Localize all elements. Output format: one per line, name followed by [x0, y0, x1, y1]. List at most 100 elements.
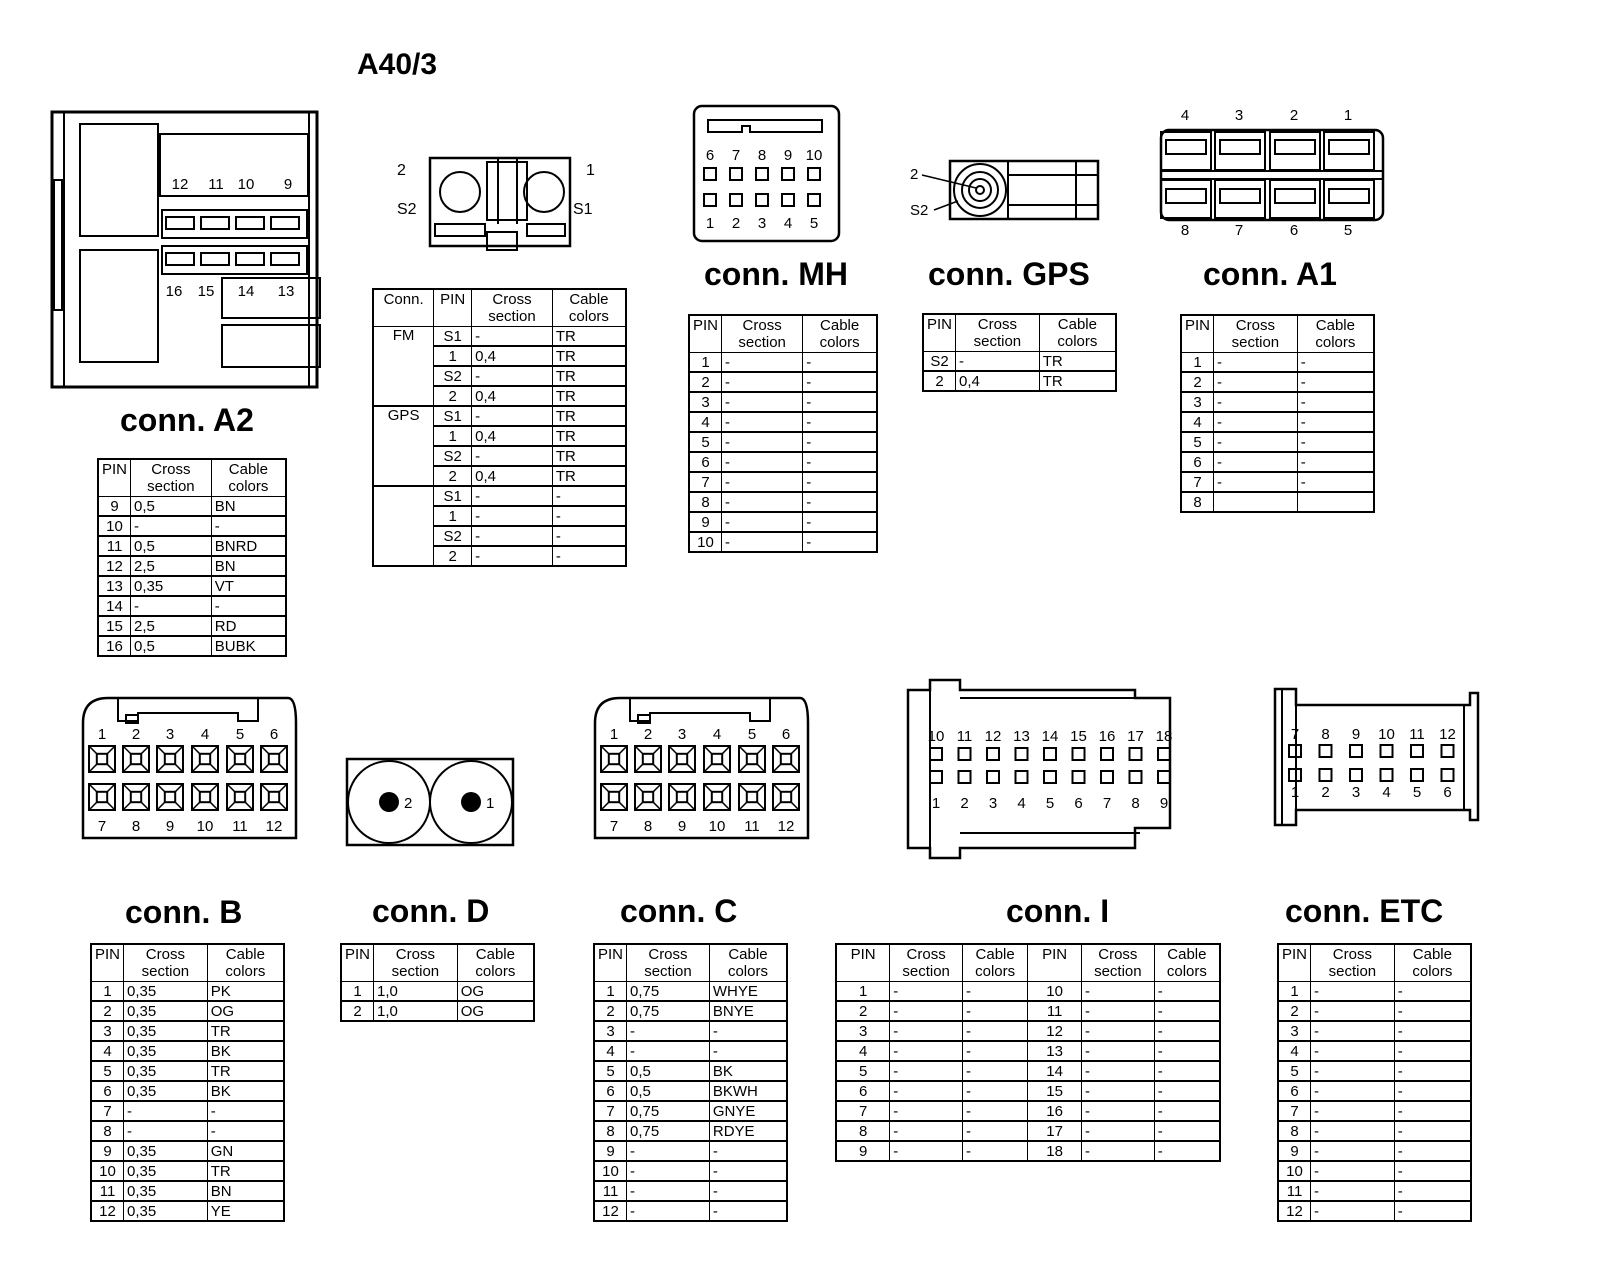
gps-pin-label: 2	[910, 166, 918, 183]
table-header: Cable colors	[206, 943, 285, 982]
table-cell: S2	[433, 445, 473, 467]
a1-contact	[1165, 188, 1207, 204]
pin-socket	[191, 783, 219, 811]
pin-socket	[729, 193, 743, 207]
table-row: 9--18--	[835, 1140, 1221, 1162]
table-cell: -	[471, 485, 553, 507]
pin-socket	[641, 790, 655, 804]
pin-socket	[1410, 744, 1424, 758]
table-cell: -	[471, 365, 553, 387]
table-cell: -	[1310, 1140, 1395, 1162]
table-row: 5--	[1180, 431, 1375, 453]
a1-contact	[1219, 139, 1261, 155]
table-row: 10--	[688, 531, 878, 553]
table-row: 5--14--	[835, 1060, 1221, 1082]
table-header: Cross section	[1213, 314, 1298, 353]
a1-pin-label: 8	[1181, 222, 1189, 239]
connector-gps-drawing: 2 S2	[910, 159, 1100, 221]
table-cell: 1,0	[373, 1000, 458, 1022]
etc-pin-label: 6	[1443, 784, 1451, 801]
pin-socket	[986, 747, 1000, 761]
table-row: 9--	[593, 1140, 788, 1162]
table-cell: OG	[206, 1000, 285, 1022]
table-header: PIN	[1277, 943, 1312, 982]
etc-pin-label: 12	[1439, 726, 1456, 743]
a2-pin-label: 11	[208, 176, 224, 193]
table-header: Cable colors	[961, 943, 1029, 982]
pin-label: 2	[132, 726, 140, 743]
pin-socket	[1071, 747, 1086, 761]
table-cell: 7	[593, 1100, 628, 1122]
table-cell: -	[961, 1080, 1029, 1102]
table-cell: 2	[922, 370, 957, 392]
table-cell: TR	[551, 365, 627, 387]
i-pin-label: 2	[960, 795, 968, 812]
a1-cavity	[1160, 179, 1212, 219]
a2-pin-label: 16	[166, 283, 183, 300]
table-row: 8--17--	[835, 1120, 1221, 1142]
table-cell: 0,35	[123, 1180, 208, 1202]
table-header: PIN	[835, 943, 891, 982]
table-cell: 12	[1027, 1020, 1082, 1042]
pin-socket	[1288, 768, 1302, 782]
pin-socket	[198, 752, 212, 766]
table-header: PIN	[1027, 943, 1082, 982]
pin-label: 12	[778, 818, 795, 835]
connector-d-pin-label: 1	[486, 795, 494, 812]
table-cell: TR	[551, 326, 627, 347]
table-header: Cross section	[1310, 943, 1395, 982]
table-cell: -	[889, 1080, 963, 1102]
table-cell: -	[802, 371, 878, 393]
antenna-pin-label: 1	[586, 162, 595, 179]
table-cell: 6	[90, 1080, 125, 1102]
group-label	[372, 485, 435, 567]
i-pin-label: 7	[1103, 795, 1111, 812]
table-cell: 0,35	[123, 1200, 208, 1222]
mh-pin-label: 6	[706, 147, 714, 164]
table-cell: -	[1393, 1160, 1472, 1182]
pin-socket	[260, 783, 288, 811]
pin-socket	[1043, 770, 1057, 784]
a1-cavity	[1214, 179, 1266, 219]
pin-socket	[129, 790, 143, 804]
i-pin-label: 3	[989, 795, 997, 812]
table-cell: -	[1296, 352, 1375, 373]
pin-label: 3	[678, 726, 686, 743]
pin-socket	[1071, 770, 1086, 784]
table-cell: 3	[1277, 1020, 1312, 1042]
table-cell: -	[721, 531, 804, 553]
i-pin-label: 14	[1042, 728, 1059, 745]
table-cell: -	[1153, 1140, 1221, 1162]
i-pin-label: 6	[1074, 795, 1082, 812]
table-cell: 17	[1027, 1120, 1082, 1142]
table-row: 4--	[688, 411, 878, 433]
table-header: Cable colors	[1393, 943, 1472, 982]
table-header: Cable colors	[1038, 313, 1117, 352]
table-cell: 0,35	[123, 1160, 208, 1182]
table-cell: -	[1310, 1060, 1395, 1082]
table-cell: 6	[1180, 451, 1215, 473]
table-header: Cable colors	[708, 943, 788, 982]
table-cell: 4	[593, 1040, 628, 1062]
table-cell: 1	[688, 352, 723, 373]
pin-label: 6	[782, 726, 790, 743]
table-cell: 0,4	[471, 465, 553, 487]
pin-socket	[122, 745, 150, 773]
pin-socket	[163, 790, 177, 804]
pin-socket	[641, 752, 655, 766]
etc-pin-label: 2	[1321, 784, 1329, 801]
i-pin-label: 17	[1127, 728, 1144, 745]
table-cell: -	[626, 1040, 710, 1062]
table-cell: -	[721, 511, 804, 533]
table-cell: -	[551, 545, 627, 567]
table-row: S2--	[373, 525, 627, 547]
